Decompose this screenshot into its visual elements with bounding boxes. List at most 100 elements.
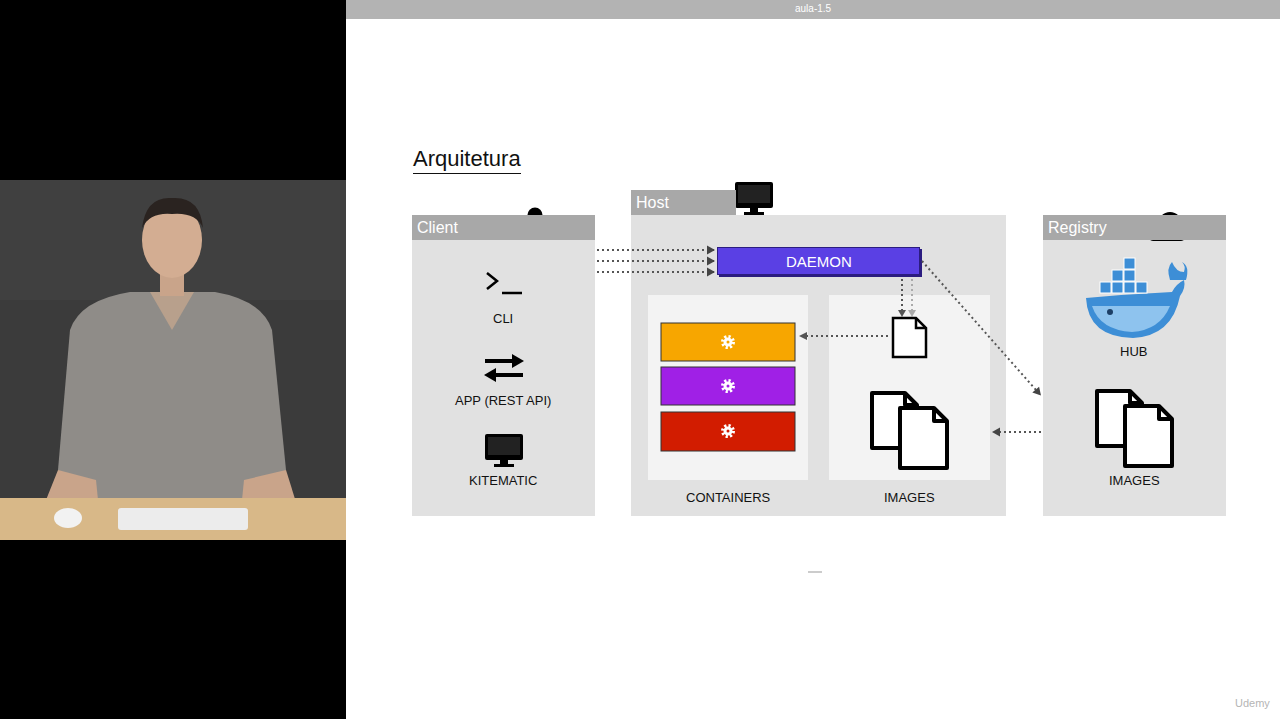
rest-api-icon: [495, 373, 523, 377]
daemon-to-file-arrows: [898, 279, 916, 317]
host-images-icon: [872, 393, 947, 468]
cloud-icon: [1158, 212, 1182, 236]
presenter-figure: [40, 470, 100, 520]
arrowhead: [992, 428, 1000, 437]
docker-whale-logo: [1124, 282, 1135, 293]
registry-item: HUB: [1120, 344, 1147, 359]
panel-header: Registry: [1043, 215, 1226, 240]
connector-line: [597, 271, 715, 273]
host-monitor-icon: [735, 182, 773, 215]
slide-mark: [808, 572, 822, 573]
gear-icons: [723, 337, 733, 347]
user-icon: [528, 208, 543, 223]
file-icon: [893, 318, 926, 357]
registry-images-icon: [1159, 406, 1172, 419]
dotted-connector: [597, 268, 715, 277]
registry-panel: Registry: [1043, 215, 1226, 516]
presenter-figure: [142, 198, 203, 228]
video-letterbox: [0, 0, 346, 719]
kitematic-icon: [488, 437, 520, 455]
rest-api-icon: [512, 354, 524, 368]
terminal-icon: [502, 292, 522, 295]
docker-whale-logo: [1136, 282, 1147, 293]
cloud-icon: [1148, 230, 1186, 241]
docker-whale-logo: [1086, 280, 1185, 338]
docker-whale-logo: [1124, 270, 1135, 281]
cloud-icon: [1147, 220, 1167, 240]
docker-whale-logo: [1107, 309, 1113, 315]
client-panel: Client: [412, 215, 595, 516]
file-icon: [916, 318, 926, 328]
presenter-figure: [160, 262, 184, 296]
daemon-to-file-arrows: [908, 310, 916, 317]
studio-backdrop: [0, 180, 346, 540]
daemon-to-file-arrows: [898, 310, 906, 317]
rest-api-icon: [484, 354, 524, 382]
images-panel: IMAGES: [829, 295, 990, 500]
terminal-icon: [487, 273, 522, 293]
dotted-connector: [922, 261, 1041, 396]
registry-images-icon: [1097, 391, 1142, 446]
presenter-figure: [58, 292, 286, 500]
panel-header: Client: [412, 215, 595, 240]
cloud-icon: [1147, 212, 1187, 241]
gear-icons: [725, 383, 731, 389]
arrowhead: [707, 268, 715, 277]
container-bars: [661, 367, 795, 405]
registry-item: IMAGES: [1109, 473, 1160, 488]
client-option: APP (REST API): [455, 393, 551, 408]
registry-images-icon: [1125, 406, 1172, 466]
dotted-connector: [597, 246, 715, 255]
container-bars: [661, 412, 795, 451]
docker-whale-logo: [1100, 258, 1147, 293]
presenter-figure: [240, 470, 300, 520]
gear-icons: [723, 381, 733, 391]
docker-whale-logo: [1100, 282, 1111, 293]
host-monitor-icon: [744, 212, 764, 215]
client-option: KITEMATIC: [469, 473, 537, 488]
docker-whale-logo: [1124, 258, 1135, 269]
gear-icons: [725, 339, 731, 345]
host-images-icon: [934, 408, 947, 421]
file-icon: [893, 318, 926, 357]
file-to-container-arrow: [799, 332, 888, 340]
dotted-connector: [597, 257, 715, 266]
registry-images-icon: [1130, 391, 1142, 403]
host-images-icon: [905, 393, 917, 405]
mouse: [54, 508, 82, 528]
arrowhead: [707, 246, 715, 255]
user-icon: [520, 208, 550, 241]
docker-whale-logo: [1092, 306, 1170, 332]
panel-caption: CONTAINERS: [686, 490, 770, 505]
presenter-figure: [142, 202, 202, 278]
file-to-container-arrow: [799, 332, 807, 340]
arrowhead: [707, 257, 715, 266]
host-panel: HostDAEMONCONTAINERSIMAGES: [631, 190, 1006, 516]
desk: [0, 498, 346, 540]
terminal-icon: [487, 273, 497, 289]
watermark: Udemy: [1235, 697, 1270, 709]
kitematic-icon: [485, 434, 523, 460]
connector-line: [597, 249, 715, 251]
daemon-box: DAEMON: [717, 247, 920, 275]
connector-line: [992, 431, 1041, 433]
daemon-to-file-arrows: [901, 279, 903, 311]
host-images-icon: [900, 408, 947, 468]
host-images-icon: [872, 393, 917, 448]
gear-icons: [723, 337, 733, 436]
rest-api-icon: [485, 359, 513, 363]
presenter-figure: [40, 198, 300, 520]
gear-icons: [723, 426, 733, 436]
studio-backdrop: [0, 180, 346, 300]
connector-line: [597, 260, 715, 262]
titlebar-band: [346, 0, 1280, 19]
connector-line: [922, 261, 1041, 396]
docker-whale-logo: [1112, 282, 1123, 293]
registry-images-icon: [1097, 391, 1172, 466]
docker-whale-logo: [1112, 270, 1123, 281]
kitematic-icon: [494, 464, 514, 467]
docker-whale-logo: [1168, 262, 1187, 280]
